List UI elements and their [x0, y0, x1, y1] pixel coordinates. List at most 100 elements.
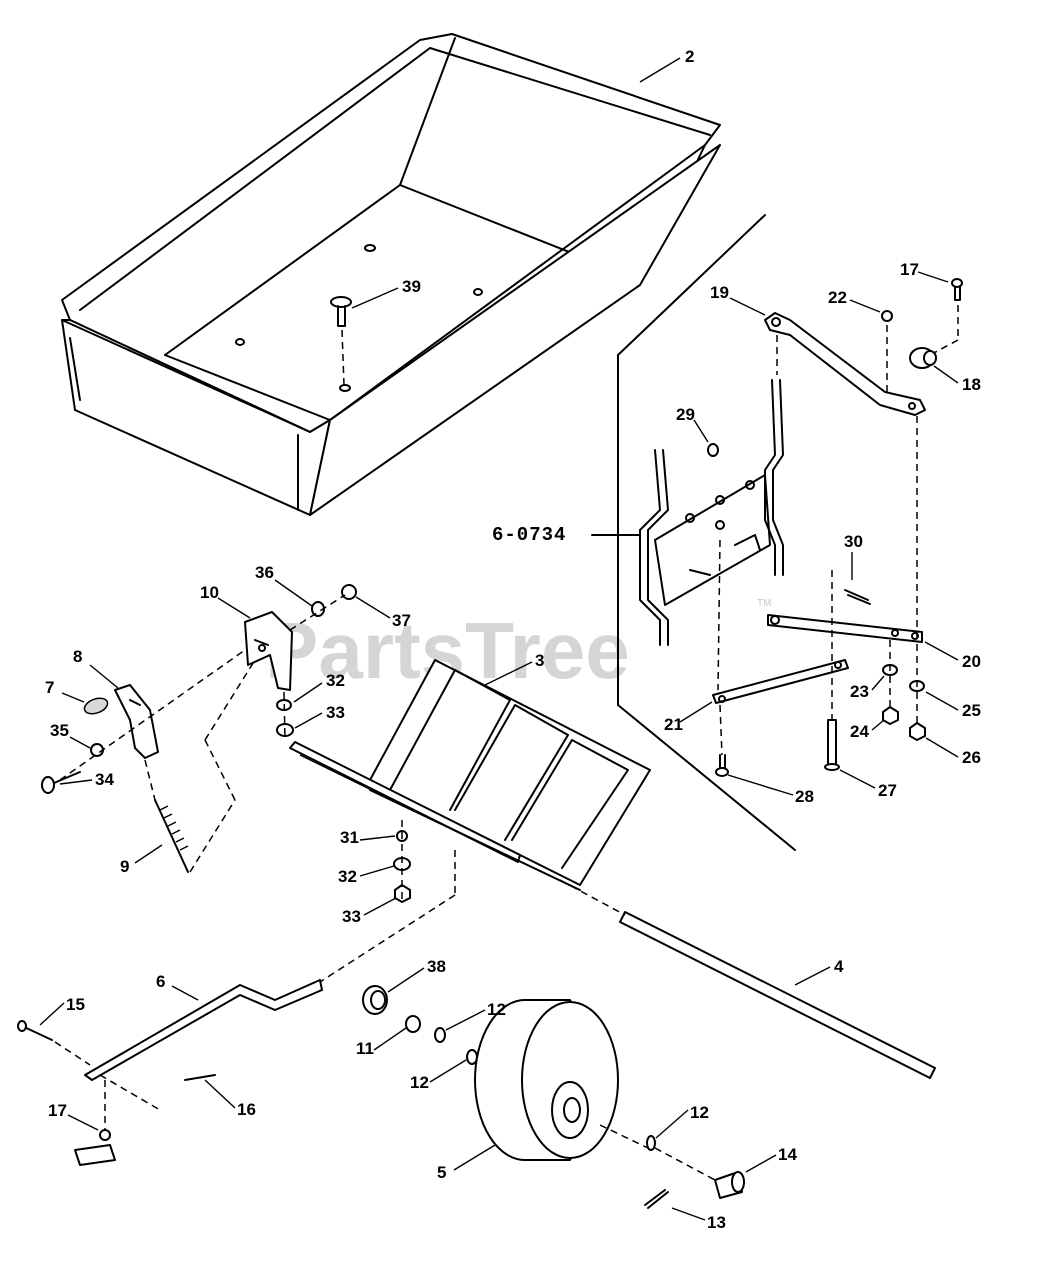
callout-number: 19: [710, 283, 729, 302]
callout-number: 4: [834, 957, 844, 976]
callout-number: 17: [900, 260, 919, 279]
callout-17: 17: [48, 1101, 99, 1131]
callout-leader-line: [363, 897, 397, 916]
callout-leader-line: [359, 835, 396, 841]
callout-number: 5: [437, 1163, 446, 1182]
callout-number: 2: [685, 47, 694, 66]
callout-leader-line: [839, 769, 876, 789]
callout-number: 18: [962, 375, 981, 394]
callout-29: 29: [676, 405, 709, 443]
callout-37: 37: [355, 596, 411, 630]
callout-10: 10: [200, 583, 251, 619]
callout-leader-line: [293, 682, 323, 703]
callout-21: 21: [664, 701, 713, 734]
assembly-6-0734: 6-0734: [492, 379, 784, 646]
callout-number: 22: [828, 288, 847, 307]
callout-11: 11: [356, 1027, 407, 1058]
callout-number: 32: [326, 671, 345, 690]
callout-28: 28: [727, 774, 814, 806]
callout-leader-line: [445, 1009, 486, 1031]
part-5-wheel: [474, 999, 649, 1161]
callout-6: 6: [156, 972, 199, 1001]
callout-13: 13: [671, 1207, 726, 1232]
callout-leader-line: [387, 967, 425, 993]
callout-leader-line: [59, 779, 93, 785]
part-10-bracket: [244, 611, 293, 691]
callout-27: 27: [839, 769, 897, 800]
callout-2: 2: [639, 47, 694, 83]
part-31-32-33-lower: [319, 820, 456, 983]
callout-leader-line: [217, 597, 251, 619]
callout-number: 15: [66, 995, 85, 1014]
callout-17: 17: [900, 260, 949, 283]
callout-20: 20: [924, 641, 981, 671]
part-21-link-bar: [712, 539, 849, 756]
callout-number: 20: [962, 652, 981, 671]
part-3-gate: [289, 659, 651, 891]
callout-leader-line: [693, 419, 709, 443]
part-7-handle-grip: [83, 697, 109, 715]
callout-number: 30: [844, 532, 863, 551]
part-2-hopper: [61, 33, 721, 516]
callout-leader-line: [373, 1027, 407, 1051]
callout-number: 14: [778, 1145, 797, 1164]
callout-number: 35: [50, 721, 69, 740]
part-11-bearing: [405, 1015, 421, 1033]
callout-leader-line: [351, 287, 399, 309]
callout-4: 4: [794, 957, 844, 986]
part-12-washer-a: [434, 1027, 446, 1043]
assembly-label: 6-0734: [492, 524, 566, 546]
callout-leader-line: [429, 1059, 467, 1083]
callout-number: 38: [427, 957, 446, 976]
callout-leader-line: [745, 1154, 777, 1173]
callout-number: 12: [410, 1073, 429, 1092]
part-26-nut: [909, 416, 926, 741]
callout-8: 8: [73, 647, 119, 689]
callout-number: 39: [402, 277, 421, 296]
callout-number: 27: [878, 781, 897, 800]
callout-leader-line: [171, 985, 199, 1001]
callout-leader-line: [871, 719, 885, 731]
callout-number: 36: [255, 563, 274, 582]
callout-leader-line: [355, 596, 391, 619]
callout-number: 10: [200, 583, 219, 602]
callout-leader-line: [294, 712, 323, 729]
callout-18: 18: [933, 365, 981, 394]
callout-leader-line: [794, 966, 831, 986]
callout-12: 12: [410, 1059, 467, 1092]
callout-number: 37: [392, 611, 411, 630]
callout-leader-line: [933, 365, 959, 384]
callout-number: 21: [664, 715, 683, 734]
callout-leader-line: [453, 1144, 496, 1171]
callout-3: 3: [484, 651, 544, 686]
part-20-link-bar: [767, 614, 923, 643]
callout-16: 16: [204, 1079, 256, 1119]
callout-leader-line: [729, 297, 766, 316]
callout-leader-line: [849, 299, 881, 313]
callout-9: 9: [120, 844, 163, 876]
callout-number: 11: [356, 1039, 374, 1058]
part-38-bushing: [362, 985, 388, 1015]
callout-number: 28: [795, 787, 814, 806]
part-34-bolt: [41, 649, 246, 794]
callout-number: 7: [45, 678, 54, 697]
callout-24: 24: [850, 719, 885, 741]
callout-34: 34: [59, 770, 114, 789]
part-29-washer: [707, 443, 719, 457]
part-14-hubcap: [654, 1147, 745, 1199]
part-24-nut: [882, 640, 899, 725]
callout-33: 33: [342, 897, 397, 926]
callout-7: 7: [45, 678, 85, 703]
callout-31: 31: [340, 828, 396, 847]
callout-leader-line: [727, 774, 794, 796]
callout-leader-line: [639, 57, 681, 83]
part-8-lever: [114, 684, 159, 759]
callout-39: 39: [351, 277, 421, 309]
callout-number: 8: [73, 647, 82, 666]
callout-26: 26: [925, 737, 981, 767]
callout-12: 12: [655, 1103, 709, 1139]
callout-number: 17: [48, 1101, 67, 1120]
part-32-33-nuts-upper: [276, 691, 294, 741]
